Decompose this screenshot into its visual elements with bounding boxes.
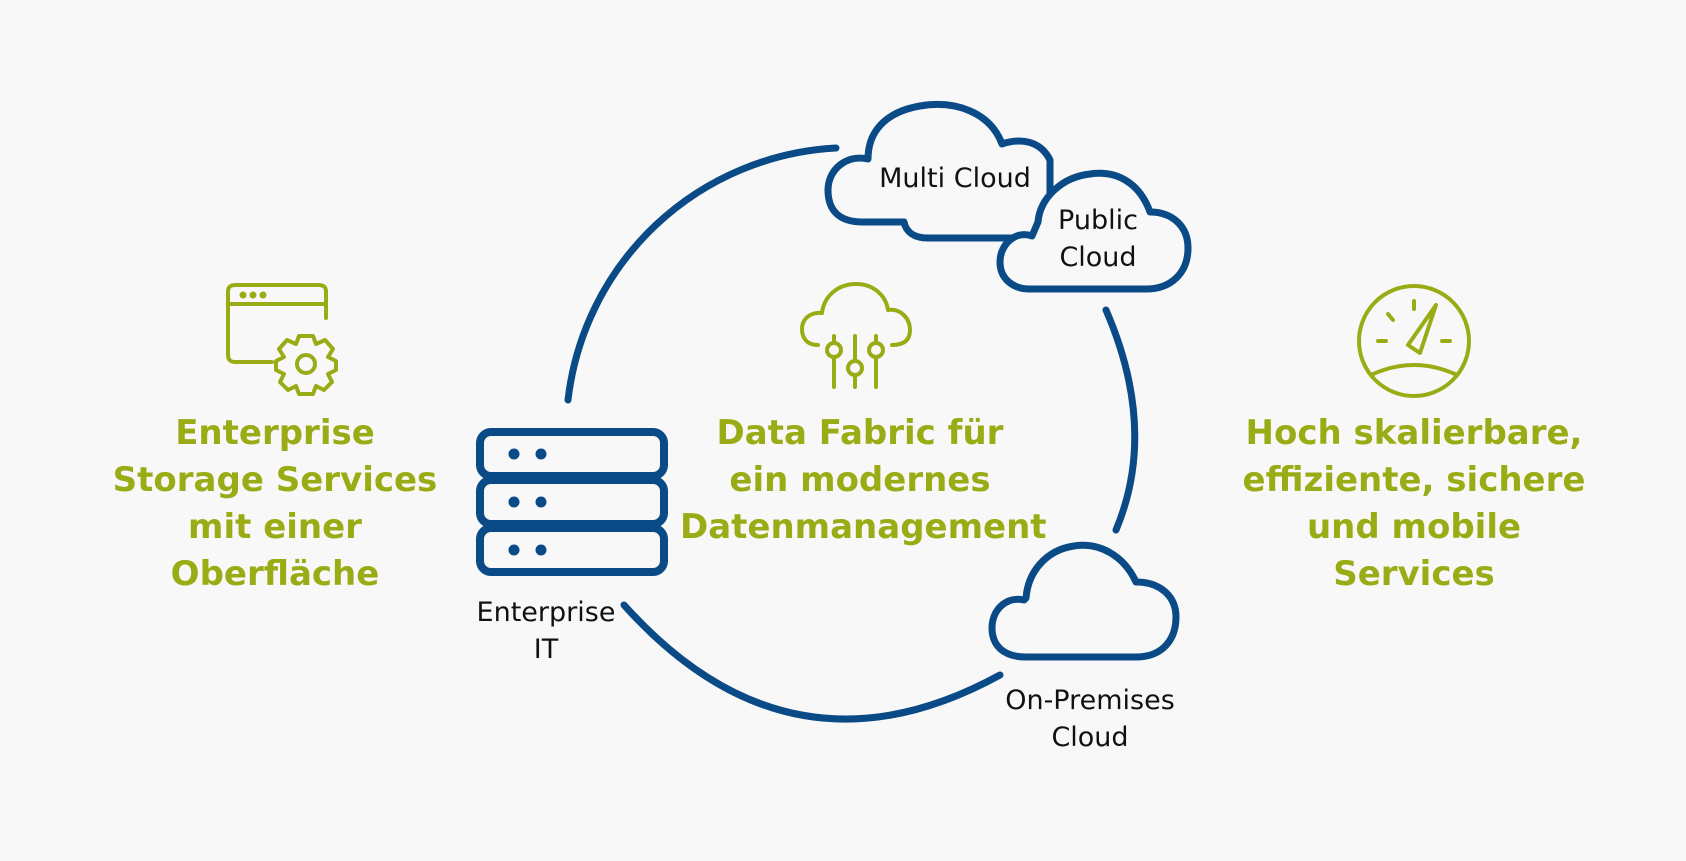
cycle-arc-right	[1102, 306, 1139, 534]
left-feature-heading: Enterprise Storage Services mit einer Ob…	[112, 413, 438, 594]
server-unit-bottom	[476, 524, 668, 576]
cloud-sliders-icon	[800, 282, 912, 389]
multi-cloud-icon	[824, 101, 1054, 242]
multi-cloud-label: Multi Cloud	[879, 163, 1031, 194]
browser-gear-icon	[226, 283, 338, 396]
on-premises-cloud-icon	[988, 541, 1180, 661]
on-premises-cloud-label: On-Premises Cloud	[1005, 685, 1175, 753]
server-unit-top	[476, 428, 668, 480]
cycle-arc-top-left	[564, 144, 840, 404]
cycle-arcs	[564, 144, 1139, 723]
speedometer-icon	[1357, 284, 1471, 398]
server-rack-icon	[476, 428, 668, 576]
server-unit-middle	[476, 476, 668, 528]
enterprise-it-label: Enterprise IT	[476, 597, 616, 665]
browser-window-dots	[239, 291, 267, 299]
cycle-arc-bottom	[620, 601, 1004, 723]
public-cloud-icon	[996, 169, 1192, 293]
server-led-dots	[508, 448, 547, 556]
public-cloud-label: Public Cloud	[1058, 205, 1138, 273]
center-feature-heading: Data Fabric für ein modernes Datenmanage…	[680, 413, 1047, 547]
right-feature-heading: Hoch skalierbare, effiziente, sichere un…	[1242, 413, 1586, 594]
